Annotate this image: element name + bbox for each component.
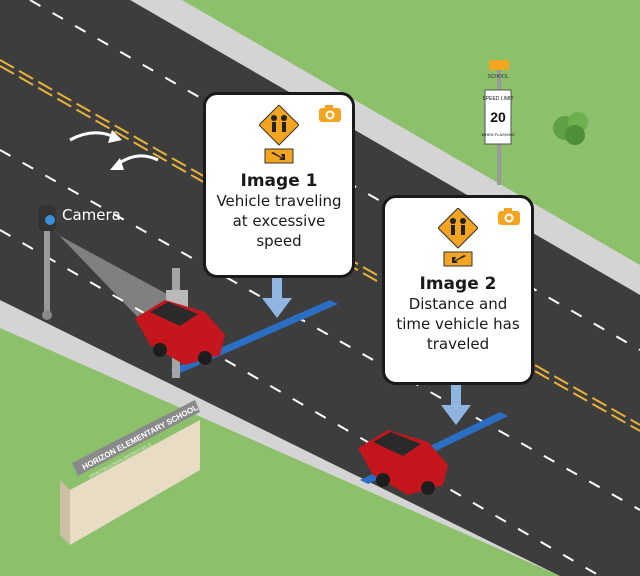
speed-sign-middle-text: SPEED LIMIT xyxy=(482,96,513,102)
speed-sign-bottom-text: WHEN FLASHING xyxy=(481,132,514,137)
camera-beam xyxy=(52,228,178,330)
camera-icon xyxy=(319,105,341,122)
bush xyxy=(553,112,588,145)
roadside-camera-icon xyxy=(38,205,56,231)
school-crossing-icon xyxy=(438,208,478,267)
camera-icon xyxy=(498,208,520,225)
red-car-1 xyxy=(135,300,225,365)
speed-limit-sign: SCHOOL SPEED LIMIT 20 WHEN FLASHING xyxy=(481,60,515,185)
red-car-2 xyxy=(358,430,448,495)
speed-sign-top-text: SCHOOL xyxy=(487,74,508,80)
camera-label: Camera xyxy=(62,206,121,224)
image-1-description: Vehicle traveling at excessive speed xyxy=(216,192,342,250)
center-double-yellow xyxy=(0,59,640,432)
image-1-title: Image 1 xyxy=(240,171,318,191)
arrow-down-icon xyxy=(262,278,292,318)
speed-sign-value: 20 xyxy=(490,109,506,125)
arrow-down-icon xyxy=(441,385,471,425)
image-2-title: Image 2 xyxy=(419,274,497,294)
image-2-callout: Image 2 Distance and time vehicle has tr… xyxy=(382,195,534,385)
traffic-direction-arrows-icon xyxy=(69,130,159,170)
image-1-callout: Image 1 Vehicle traveling at excessive s… xyxy=(203,92,355,278)
camera-pole xyxy=(44,205,50,315)
image-2-description: Distance and time vehicle has traveled xyxy=(396,295,520,353)
school-crossing-icon xyxy=(259,105,299,164)
